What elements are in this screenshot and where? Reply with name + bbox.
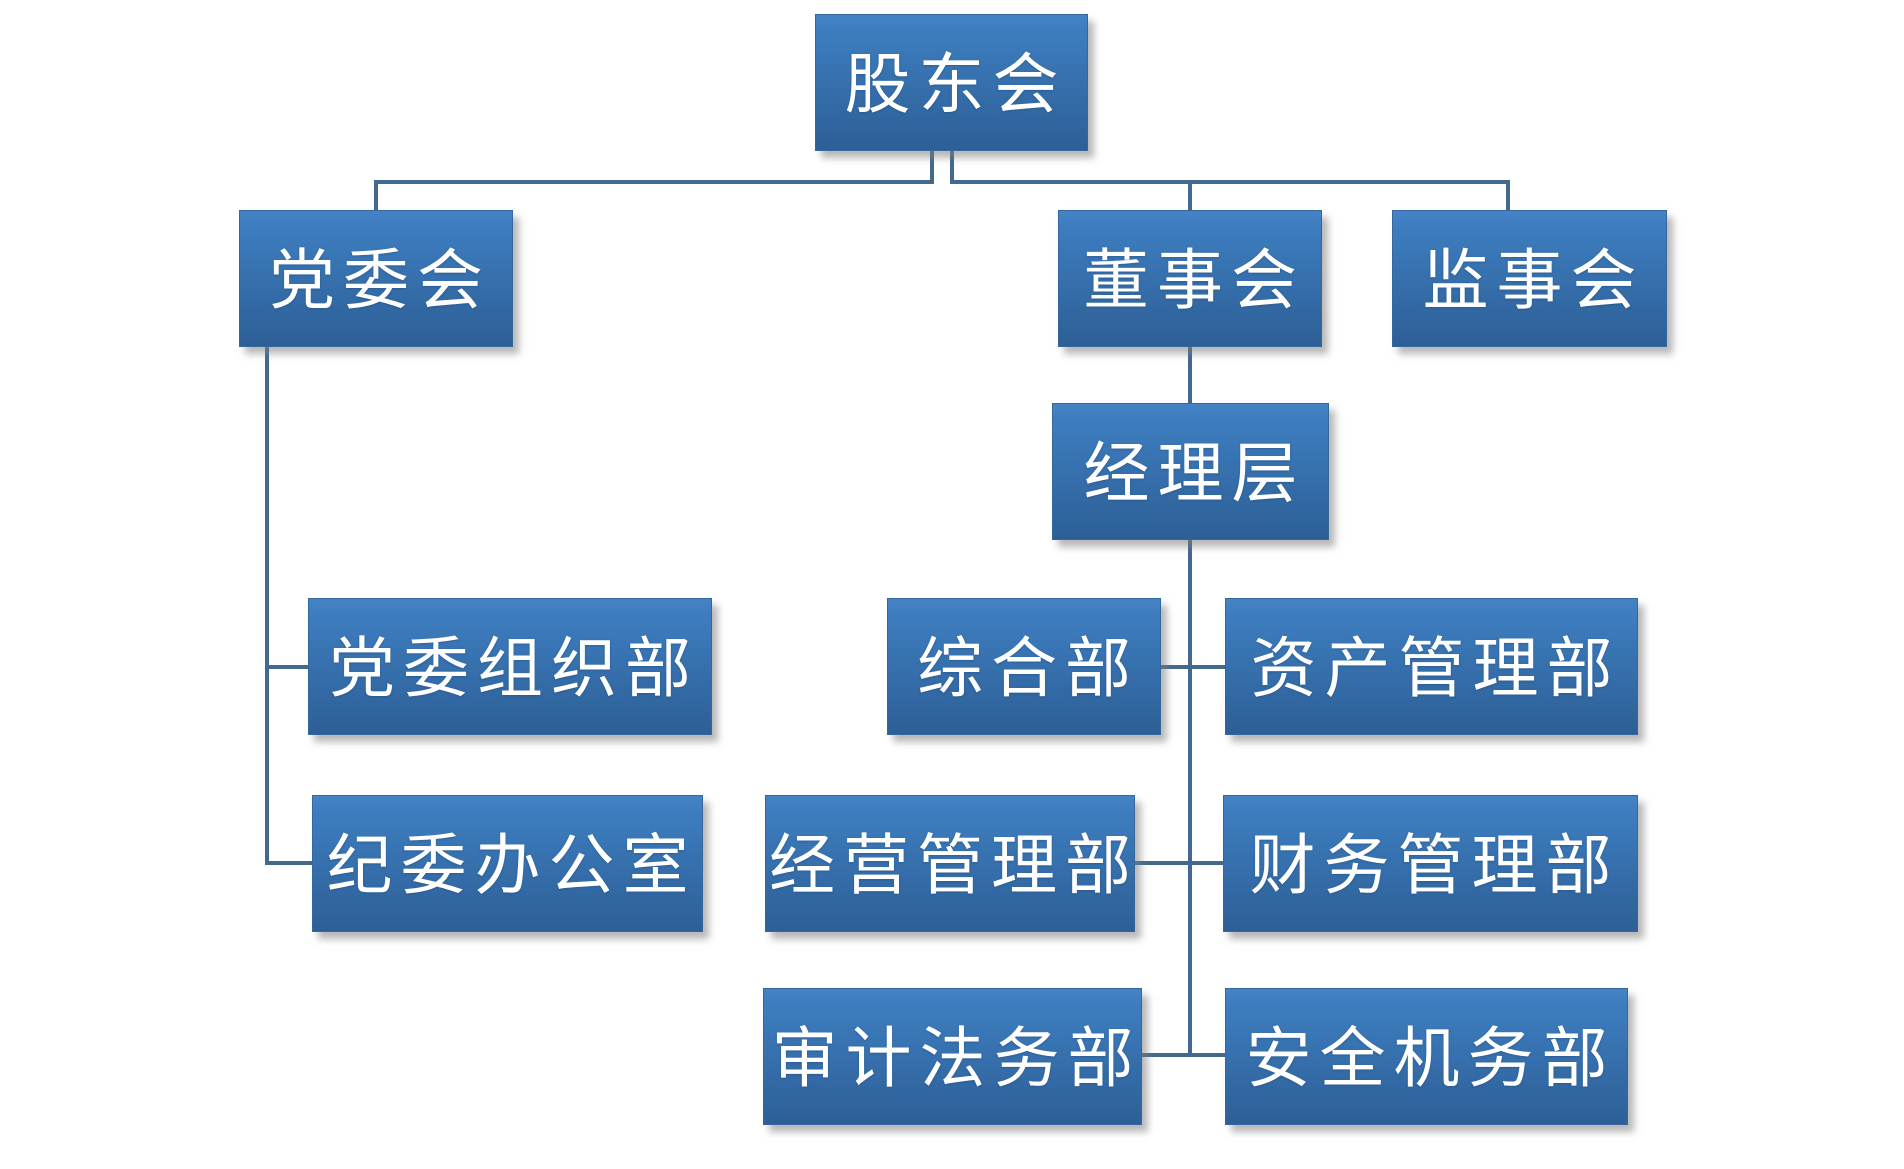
node-audit-legal-dept[interactable]: 审计法务部 [763,988,1142,1125]
node-supervisory-board-label: 监事会 [1422,241,1645,319]
node-safety-aviation-dept-label: 安全机务部 [1245,1019,1616,1097]
node-audit-legal-dept-label: 审计法务部 [771,1019,1142,1097]
node-discipline-office[interactable]: 纪委办公室 [312,795,703,932]
node-finance-mgmt-dept-label: 财务管理部 [1249,826,1620,904]
connector-management-spine [1188,539,1192,1057]
node-party-committee[interactable]: 党委会 [239,210,513,347]
node-general-dept[interactable]: 综合部 [887,598,1161,735]
connector-shareholders-right-horizontal [950,180,1510,184]
node-asset-mgmt-dept[interactable]: 资产管理部 [1225,598,1638,735]
node-party-committee-label: 党委会 [269,241,491,319]
node-management-level-label: 经理层 [1083,434,1306,512]
connector-stub-audit-safety [1141,1053,1226,1057]
connector-party-committee-spine [265,346,269,865]
node-supervisory-board[interactable]: 监事会 [1392,210,1667,347]
node-party-org-dept-label: 党委组织部 [329,629,699,707]
node-operations-mgmt-dept[interactable]: 经营管理部 [765,795,1135,932]
node-management-level[interactable]: 经理层 [1052,403,1329,540]
connector-shareholders-stub-right [950,150,954,182]
node-shareholders-meeting[interactable]: 股东会 [815,14,1088,151]
node-board-of-directors-label: 董事会 [1083,241,1305,319]
connector-elbow-party-committee [374,180,378,211]
node-discipline-office-label: 纪委办公室 [326,826,697,904]
node-operations-mgmt-dept-label: 经营管理部 [769,826,1139,904]
node-finance-mgmt-dept[interactable]: 财务管理部 [1223,795,1638,932]
node-asset-mgmt-dept-label: 资产管理部 [1250,629,1621,707]
connector-descender-board [1188,180,1192,211]
node-general-dept-label: 综合部 [917,629,1139,707]
connector-stub-discipline-office [265,861,313,865]
node-safety-aviation-dept[interactable]: 安全机务部 [1225,988,1628,1125]
connector-stub-operations-finance [1134,861,1224,865]
node-party-org-dept[interactable]: 党委组织部 [308,598,712,735]
node-board-of-directors[interactable]: 董事会 [1058,210,1322,347]
node-shareholders-label: 股东会 [844,45,1067,123]
connector-stub-general-asset [1160,665,1226,669]
connector-stub-party-org-dept [265,665,309,669]
connector-shareholders-stub-left [930,150,934,182]
connector-board-management [1188,346,1192,404]
connector-shareholders-party-horizontal [374,180,934,184]
connector-elbow-supervisory-board [1506,180,1510,211]
